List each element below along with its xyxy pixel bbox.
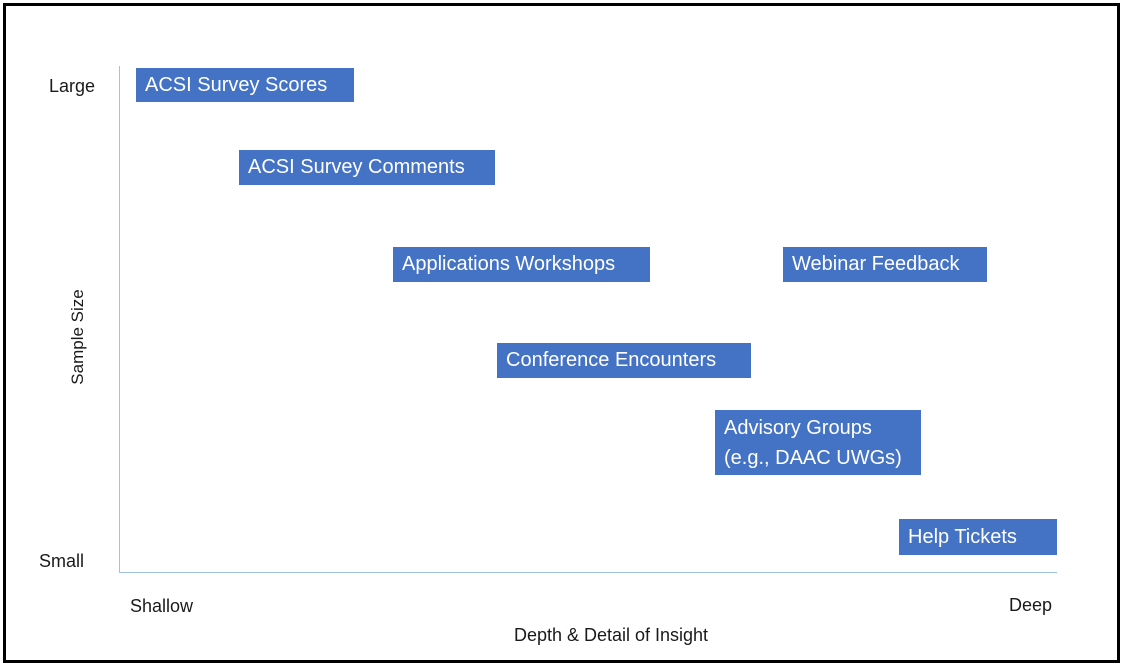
x-axis-title: Depth & Detail of Insight (513, 625, 709, 645)
x-axis-left-label: Shallow (130, 596, 194, 616)
item-conference-encounters: Conference Encounters (497, 343, 751, 378)
item-label: Help Tickets (908, 526, 1017, 548)
y-axis-line (119, 66, 120, 572)
y-axis-title: Sample Size (68, 289, 87, 385)
diagram-frame (3, 3, 1120, 663)
item-label: ACSI Survey Scores (145, 74, 328, 96)
y-axis-top-label: Large (49, 76, 96, 96)
y-axis-bottom-label: Small (39, 551, 85, 571)
item-applications-workshops: Applications Workshops (393, 247, 650, 282)
item-help-tickets: Help Tickets (899, 519, 1057, 555)
item-label: Conference Encounters (506, 349, 717, 371)
x-axis-right-label: Deep (1009, 595, 1053, 615)
x-axis-line (119, 572, 1057, 573)
item-acsi-survey-comments: ACSI Survey Comments (239, 150, 495, 185)
item-label: ACSI Survey Comments (248, 156, 465, 178)
item-label-line2: (e.g., DAAC UWGs) (724, 447, 902, 469)
item-webinar-feedback: Webinar Feedback (783, 247, 987, 282)
item-acsi-survey-scores: ACSI Survey Scores (136, 68, 354, 102)
item-label: Webinar Feedback (792, 253, 960, 275)
item-label-line1: Advisory Groups (724, 417, 872, 439)
item-advisory-groups: Advisory Groups (e.g., DAAC UWGs) (715, 410, 921, 475)
item-label: Applications Workshops (402, 253, 616, 275)
